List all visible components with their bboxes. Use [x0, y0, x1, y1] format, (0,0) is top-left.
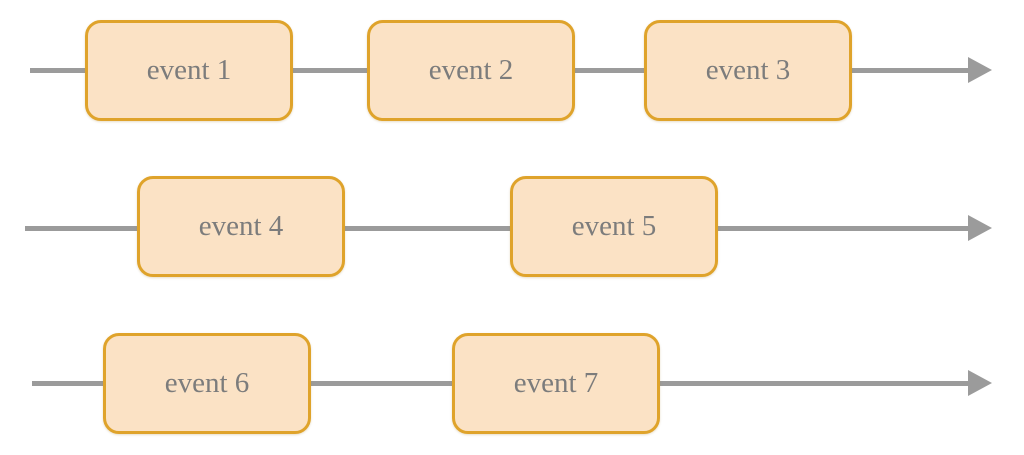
event-label: event 4 [198, 210, 284, 242]
arrow-right-icon [968, 215, 992, 241]
event-label: event 2 [428, 54, 514, 86]
event-box-3: event 3 [644, 20, 852, 121]
event-label: event 3 [705, 54, 791, 86]
event-box-2: event 2 [367, 20, 575, 121]
event-label: event 6 [164, 367, 250, 399]
event-label: event 7 [513, 367, 599, 399]
event-label: event 5 [571, 210, 657, 242]
arrow-right-icon [968, 370, 992, 396]
event-box-1: event 1 [85, 20, 293, 121]
event-box-5: event 5 [510, 176, 718, 277]
event-box-4: event 4 [137, 176, 345, 277]
arrow-right-icon [968, 57, 992, 83]
event-box-6: event 6 [103, 333, 311, 434]
event-label: event 1 [146, 54, 232, 86]
arrow-shaft [25, 225, 970, 231]
event-box-7: event 7 [452, 333, 660, 434]
